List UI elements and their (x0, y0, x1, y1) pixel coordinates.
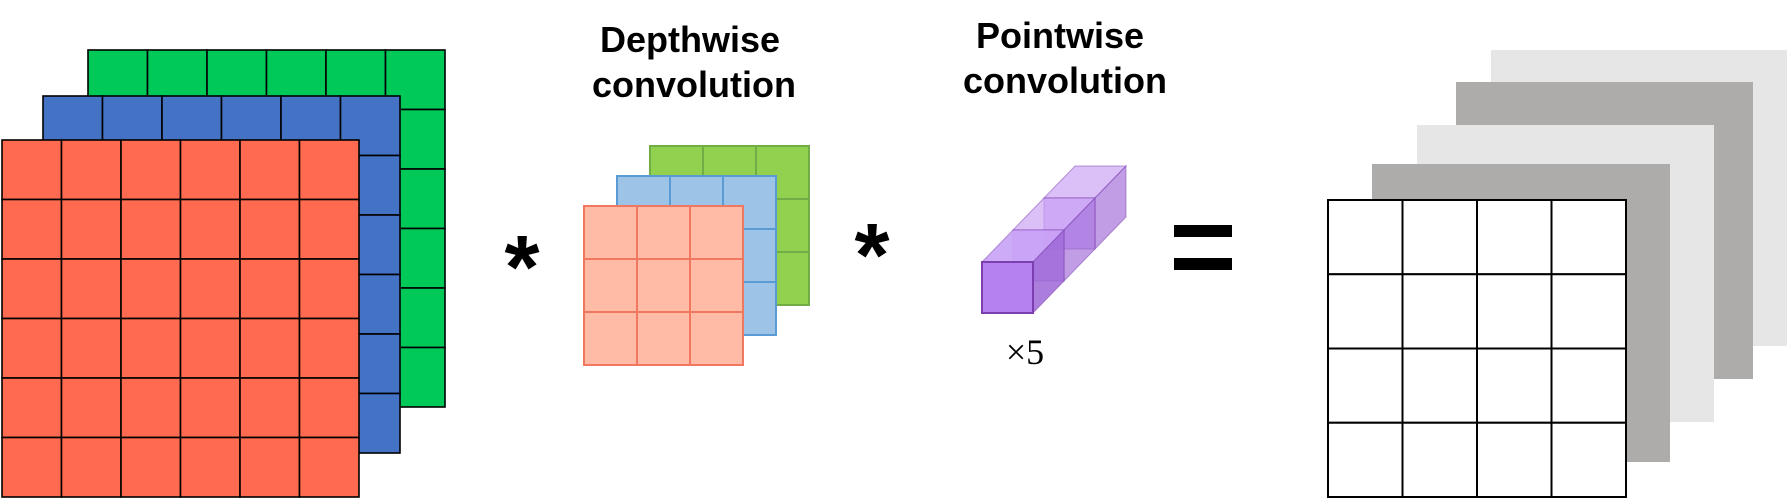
depthwise-cell (583, 311, 638, 366)
output-cell (1550, 273, 1627, 350)
input-cell (179, 317, 241, 379)
input-cell (298, 258, 360, 320)
input-cell (1, 258, 63, 320)
input-cell (120, 258, 182, 320)
input-cell (179, 198, 241, 260)
pointwise-label-line2: convolution (963, 60, 1167, 101)
input-cell (298, 377, 360, 439)
input-cell (1, 377, 63, 439)
input-cell (120, 436, 182, 498)
input-cell (120, 317, 182, 379)
input-cell (239, 139, 301, 201)
input-channel-red (1, 139, 360, 498)
input-cell (298, 436, 360, 498)
input-cell (60, 139, 122, 201)
output-feature-map-stack (1327, 50, 1787, 498)
input-cell (179, 377, 241, 439)
depthwise-cell (583, 258, 638, 313)
input-cell (179, 436, 241, 498)
output-cell (1550, 347, 1627, 424)
input-cell (60, 198, 122, 260)
input-cell (179, 258, 241, 320)
pointwise-label-line1: Pointwise (976, 15, 1144, 56)
output-cell (1476, 347, 1553, 424)
depthwise-cell (689, 311, 744, 366)
output-cell (1401, 421, 1478, 498)
output-cell (1327, 421, 1404, 498)
input-cell (1, 436, 63, 498)
output-cell (1476, 199, 1553, 276)
input-cell (60, 258, 122, 320)
input-cell (1, 317, 63, 379)
equals-bar-bottom (1174, 258, 1232, 270)
multiply-operator-1: * (504, 218, 539, 318)
input-cell (298, 139, 360, 201)
output-channel-front-grid (1327, 199, 1627, 498)
input-cell (120, 139, 182, 201)
input-cell (239, 317, 301, 379)
input-cell (60, 317, 122, 379)
output-cell (1327, 273, 1404, 350)
input-cell (1, 198, 63, 260)
input-cell (120, 377, 182, 439)
pointwise-cube-unit (980, 228, 1066, 315)
output-cell (1476, 273, 1553, 350)
cube-front-face (981, 261, 1034, 314)
output-cell (1550, 199, 1627, 276)
output-cell (1476, 421, 1553, 498)
pointwise-kernel-cube (980, 164, 1128, 315)
depthwise-cell (689, 205, 744, 260)
pointwise-count-label: ×5 (1006, 332, 1044, 372)
multiply-operator-2: * (854, 206, 889, 306)
depthwise-cell (636, 311, 691, 366)
depthwise-cell (689, 258, 744, 313)
input-feature-map-stack (1, 49, 446, 498)
input-cell (239, 258, 301, 320)
input-cell (298, 317, 360, 379)
output-cell (1327, 199, 1404, 276)
depthwise-channel-red (583, 205, 744, 366)
equals-bar-top (1174, 225, 1232, 237)
input-cell (1, 139, 63, 201)
depthwise-cell (583, 205, 638, 260)
output-cell (1327, 347, 1404, 424)
output-cell (1401, 347, 1478, 424)
depthwise-kernel-stack (583, 145, 810, 366)
depthwise-label-line1: Depthwise (600, 19, 780, 60)
output-cell (1550, 421, 1627, 498)
input-cell (60, 436, 122, 498)
input-cell (239, 377, 301, 439)
input-cell (239, 198, 301, 260)
input-cell (120, 198, 182, 260)
equals-operator (1174, 225, 1232, 270)
depthwise-cell (636, 205, 691, 260)
depthwise-label-line2: convolution (592, 64, 796, 105)
input-cell (60, 377, 122, 439)
input-cell (298, 198, 360, 260)
output-cell (1401, 199, 1478, 276)
output-cell (1401, 273, 1478, 350)
depthwise-cell (636, 258, 691, 313)
input-cell (179, 139, 241, 201)
input-cell (239, 436, 301, 498)
